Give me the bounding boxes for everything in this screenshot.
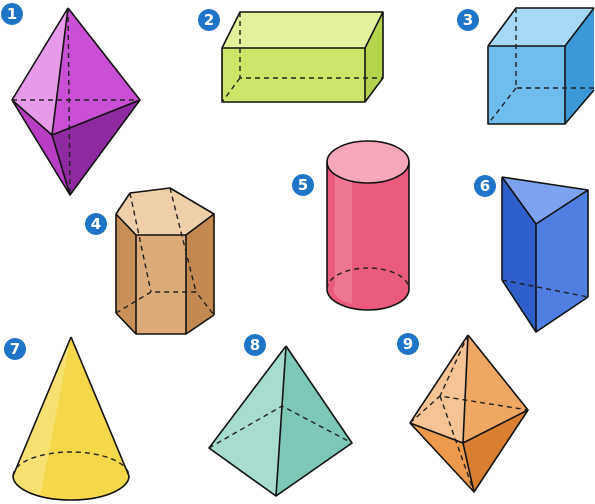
shape-triangular-prism <box>501 176 589 333</box>
svg-text:8: 8 <box>250 336 260 354</box>
shape-number-badge: 7 <box>4 338 26 360</box>
svg-text:3: 3 <box>463 11 473 29</box>
shape-diamond-octahedron <box>409 334 529 493</box>
shape-number-badge: 1 <box>1 3 23 25</box>
shape-rectangular-prism <box>221 11 384 103</box>
shape-cone <box>12 336 130 501</box>
shape-number-badge: 3 <box>457 9 479 31</box>
shape-number-badge: 9 <box>397 333 419 355</box>
shape-number-badge: 4 <box>85 213 107 235</box>
svg-text:5: 5 <box>298 176 308 194</box>
shape-number-badge: 6 <box>474 175 496 197</box>
svg-text:6: 6 <box>480 177 490 195</box>
shape-number-badge: 5 <box>292 174 314 196</box>
shape-cube <box>487 7 595 125</box>
svg-text:4: 4 <box>91 215 101 233</box>
shape-hexagonal-prism <box>115 187 215 335</box>
svg-text:1: 1 <box>7 5 17 23</box>
svg-text:2: 2 <box>204 11 214 29</box>
shape-cylinder <box>326 140 410 311</box>
shape-octahedron <box>11 7 141 196</box>
svg-text:9: 9 <box>403 335 413 353</box>
shape-number-badge: 2 <box>198 9 220 31</box>
shape-number-badge: 8 <box>244 334 266 356</box>
shape-square-pyramid <box>208 345 353 497</box>
svg-text:7: 7 <box>10 340 20 358</box>
